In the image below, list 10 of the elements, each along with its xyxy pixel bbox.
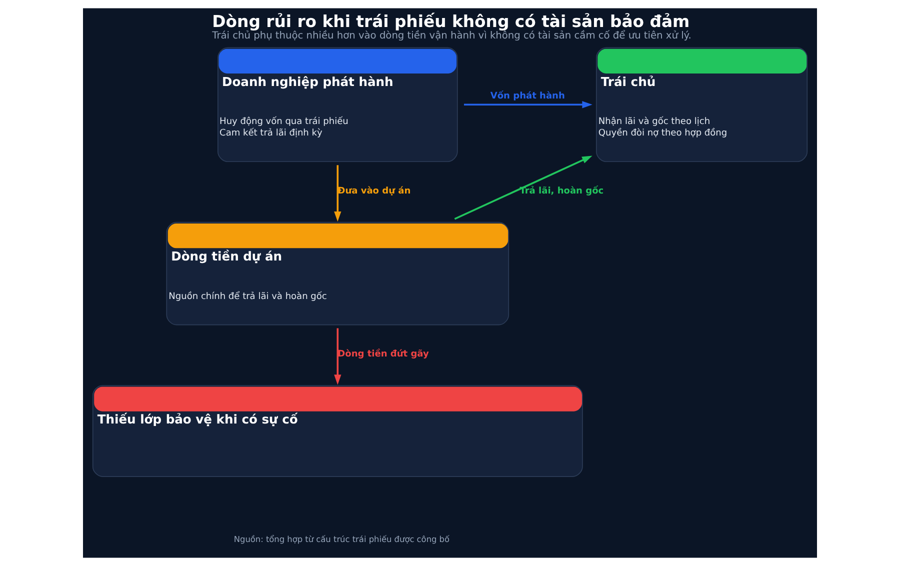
caption: Trái chủ phụ thuộc nhiều hơn vào dòng tiền vận hành vì không có tài sản cầm cố để ưu tiên xử lý. (212, 30, 692, 42)
edge-label: Dòng tiền đứt gãy (338, 350, 429, 360)
arrow (334, 328, 342, 385)
arrow (334, 165, 342, 222)
edge-label: Đưa vào dự án (338, 186, 411, 196)
arrow (464, 101, 592, 108)
edge-label: Vốn phát hành (490, 92, 565, 102)
arrow (454, 156, 592, 220)
diagram-title: Dòng rủi ro khi trái phiếu không có tài sản bảo đảm (212, 12, 690, 32)
label: Nguồn: tổng hợp từ cấu trúc trái phiếu được công bố (234, 534, 450, 544)
